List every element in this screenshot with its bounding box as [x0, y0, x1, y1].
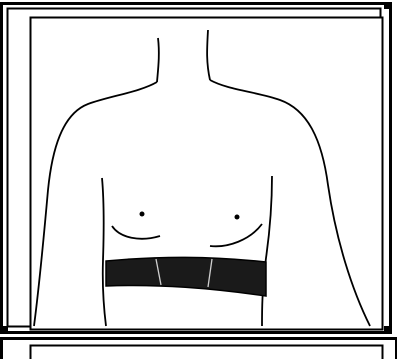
left-shoulder-arm-outline	[33, 81, 158, 327]
right-torso-line	[261, 175, 273, 327]
left-nipple	[139, 211, 145, 217]
right-pectoral-line	[209, 223, 263, 248]
right-shoulder-arm-outline	[209, 79, 371, 327]
left-pectoral-line	[111, 225, 161, 240]
strap-seam-right	[207, 258, 213, 288]
left-torso-line	[101, 177, 107, 327]
neck-left-line	[156, 37, 160, 83]
bottom-panel-partial	[0, 337, 397, 359]
chest-strap-band	[105, 256, 267, 297]
right-nipple	[234, 214, 240, 220]
strap-seam-left	[155, 258, 162, 286]
neck-right-line	[206, 29, 211, 81]
